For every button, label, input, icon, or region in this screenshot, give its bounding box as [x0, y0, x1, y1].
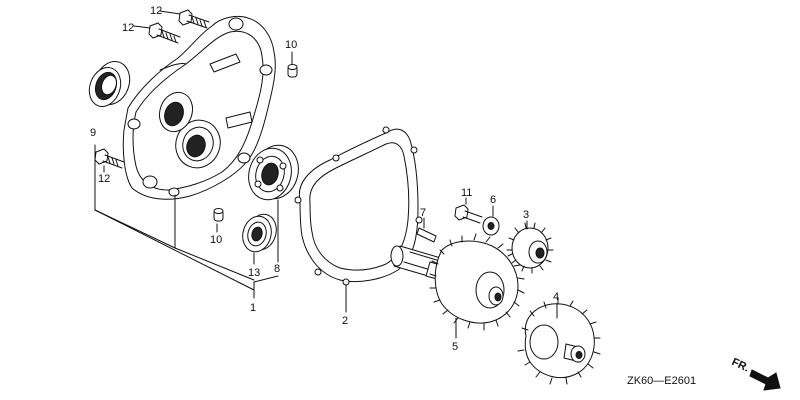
pinion-gear-3: [506, 222, 554, 274]
callout-12-top-upper: 12: [150, 5, 162, 17]
gasket-2: [294, 126, 423, 286]
callout-13: 13: [248, 267, 260, 279]
leader-12-top-lower: [133, 25, 151, 29]
dowel-pin-10-lower: [213, 208, 224, 222]
callout-2: 2: [342, 315, 348, 327]
callout-12-top-lower: 12: [122, 22, 134, 34]
bolt-12-top-upper: [178, 9, 210, 29]
dowel-pin-10-upper: [287, 64, 298, 78]
bolt-12-top-lower: [148, 22, 181, 44]
oil-seal-9: [88, 61, 131, 107]
bolt-11: [454, 204, 483, 224]
callout-3: 3: [523, 209, 529, 221]
ball-bearing-8: [248, 144, 299, 201]
front-label: FR.: [730, 356, 751, 374]
needle-bearing-13: [242, 213, 277, 253]
assembly-bracket-1: [94, 144, 279, 299]
callout-1: 1: [250, 302, 256, 314]
leader-12-top-upper: [159, 10, 181, 15]
callout-10-upper: 10: [285, 39, 297, 51]
callout-5: 5: [452, 341, 458, 353]
callout-4: 4: [553, 291, 559, 303]
drawing-code: ZK60—E2601: [627, 375, 696, 387]
callout-12-left: 12: [98, 173, 110, 185]
key-7: [416, 227, 437, 243]
callout-8: 8: [274, 263, 280, 275]
callout-7: 7: [420, 207, 426, 219]
washer-6: [482, 216, 500, 236]
callout-11: 11: [461, 187, 472, 199]
output-shaft-gear-5: [390, 233, 525, 331]
counter-gear-4: [517, 297, 601, 385]
callout-9: 9: [90, 127, 96, 139]
callout-6: 6: [490, 194, 496, 206]
callout-10-lower: 10: [210, 234, 222, 246]
front-direction-arrow: [749, 369, 781, 391]
gear-case-cover: [122, 15, 276, 200]
bolt-12-left: [94, 148, 125, 169]
